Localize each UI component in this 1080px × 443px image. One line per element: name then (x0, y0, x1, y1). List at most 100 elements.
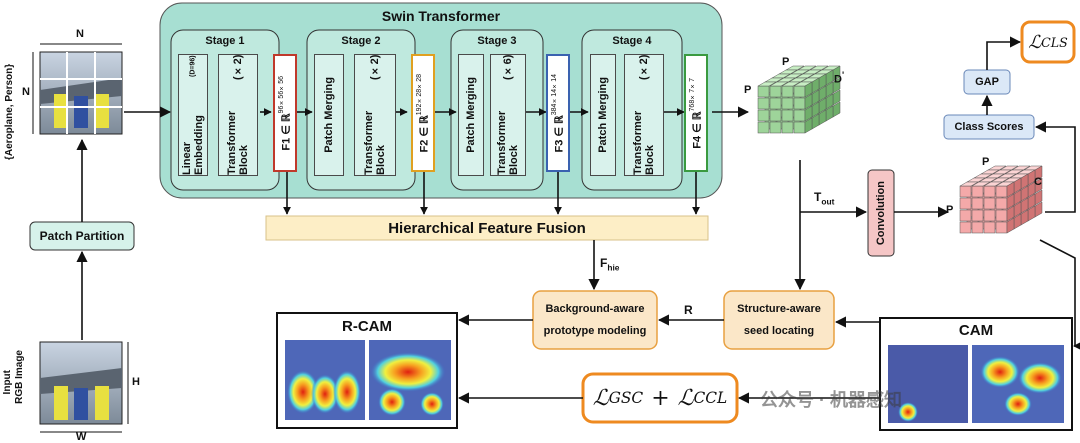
stage-3-patch-merging-label: Patch Merging (465, 77, 477, 153)
input-w: W (76, 431, 87, 443)
cam-heatmap-right (972, 345, 1064, 423)
stage-4-transformer-label: Transformer Block (632, 110, 656, 175)
stage-2-transformer-block: Transformer Block (×2) (354, 54, 396, 176)
tensor-voxel (757, 97, 770, 110)
f3-feature-box: F3 ∈ ℝ384×14×14 (546, 54, 570, 172)
tensor-p-top: P (782, 56, 790, 68)
f2-label: F2 ∈ ℝ (418, 115, 431, 153)
f4-feature-box: F4 ∈ ℝ768×7×7 (684, 54, 708, 172)
tensor-p-side: P (744, 84, 752, 96)
tensor-voxel (781, 121, 794, 134)
class-scores-box (943, 114, 1035, 140)
tensor-voxel (769, 97, 782, 110)
f-hie-label: Fhie (600, 256, 619, 272)
tensor-voxel-top (757, 81, 777, 87)
tensor-voxel (995, 221, 1008, 234)
tensor-voxel (983, 185, 996, 198)
tensor-voxel (793, 109, 806, 122)
input-n-top: N (76, 28, 84, 40)
t-out-main: T (814, 190, 822, 204)
stage-4-patch-merging: Patch Merging (590, 54, 616, 176)
tensor-voxel (959, 209, 972, 222)
tensor-voxel-top (959, 181, 979, 187)
linear-embedding-note: (D=96) (189, 55, 197, 77)
stage-4-title: Stage 4 (612, 35, 652, 47)
tensor-voxel (757, 109, 770, 122)
tensor-voxel (781, 85, 794, 98)
f1-feature-box: F1 ∈ ℝ96×56×56 (273, 54, 297, 172)
bg-proto-line1: Background-aware (545, 303, 645, 315)
convolution-label: Convolution (875, 180, 887, 246)
cam-heatmap-left (888, 345, 968, 423)
tensor-d-prime: ' (841, 70, 845, 80)
rcam-heatmap-left (285, 340, 365, 420)
patch-partition-label: Patch Partition (39, 229, 125, 243)
stage-3-transformer-label: Transformer Block (496, 110, 520, 175)
tensor-voxel (995, 209, 1008, 222)
seed-line1: Structure-aware (737, 303, 821, 315)
cam-tensor-cube (959, 165, 1043, 234)
tensor-voxel (793, 121, 806, 134)
arrows (76, 36, 1080, 404)
stage-1-transformer-label: Transformer Block (226, 110, 250, 175)
loss-ccl-sub: CCL (693, 389, 728, 407)
tensor-d: D' (834, 70, 844, 86)
input-rgb-image (39, 341, 123, 425)
loss-gsc-symbol: ℒ (592, 385, 609, 411)
tensor-voxel (971, 197, 984, 210)
tensor-voxel (971, 185, 984, 198)
rcam-heatmap-right (369, 340, 451, 420)
tensor-voxel (959, 221, 972, 234)
tensor-voxel-side (1006, 205, 1015, 222)
stage-1-title: Stage 1 (205, 35, 245, 47)
loss-ccl-symbol: ℒ (677, 385, 694, 411)
tensor-voxel-side (804, 105, 813, 122)
input-h: H (132, 376, 140, 388)
tensor-voxel-side (804, 81, 813, 98)
stage-3-transformer-note: (×6) (502, 55, 514, 81)
tensor-voxel (971, 221, 984, 234)
rgb-image-label: RGB Image (14, 350, 25, 404)
f2-feature-box: F2 ∈ ℝ192×28×28 (411, 54, 435, 172)
linear-embedding-label: Linear Embedding (181, 115, 205, 175)
bg-proto-line2: prototype modeling (543, 325, 647, 337)
tensor-voxel (769, 109, 782, 122)
feature-tensor-cube (757, 65, 841, 134)
tensor-voxel (757, 85, 770, 98)
t-out-sub: out (821, 196, 835, 207)
tensor-voxel (959, 185, 972, 198)
f1-dims: 96×56×56 (277, 75, 285, 114)
hff-bar (265, 215, 709, 241)
stage-3-transformer-block: Transformer Block (×6) (490, 54, 526, 176)
loss-cls-symbol: ℒ (1028, 31, 1042, 53)
input-patch-image (39, 51, 123, 135)
cam-title: CAM (958, 322, 994, 339)
bg-proto-label: Background-aware prototype modeling (533, 291, 657, 349)
tensor-voxel-side (804, 117, 813, 134)
tensor-voxel (793, 85, 806, 98)
tensor-voxel (971, 209, 984, 222)
tensor-voxel-top (769, 81, 789, 87)
loss-cls-box (1020, 20, 1076, 64)
tensor-voxel-top (983, 181, 1003, 187)
tensor-voxel (959, 197, 972, 210)
tensor-voxel-side (1006, 193, 1015, 210)
plus-sign: + (651, 385, 670, 411)
watermark: 公众号 · 机器感知 (760, 390, 902, 410)
stage-4-transformer-note: (×2) (638, 55, 650, 81)
stage-2-patch-merging-label: Patch Merging (323, 77, 335, 153)
convolution-label-wrap: Convolution (868, 170, 894, 256)
r-label: R (684, 303, 693, 317)
tensor-voxel (995, 185, 1008, 198)
tensor-voxel (769, 121, 782, 134)
input-classes: {Aeroplane, Person} (4, 63, 15, 160)
cam-tensor-p-side: P (946, 204, 954, 216)
stage-2-transformer-label: Transformer Block (363, 110, 387, 175)
class-scores-label: Class Scores (954, 121, 1024, 133)
stage-3-patch-merging: Patch Merging (458, 54, 484, 176)
stage-2-title: Stage 2 (341, 35, 381, 47)
stage-1-transformer-block: Transformer Block (×2) (218, 54, 258, 176)
tensor-voxel-side (1006, 217, 1015, 234)
